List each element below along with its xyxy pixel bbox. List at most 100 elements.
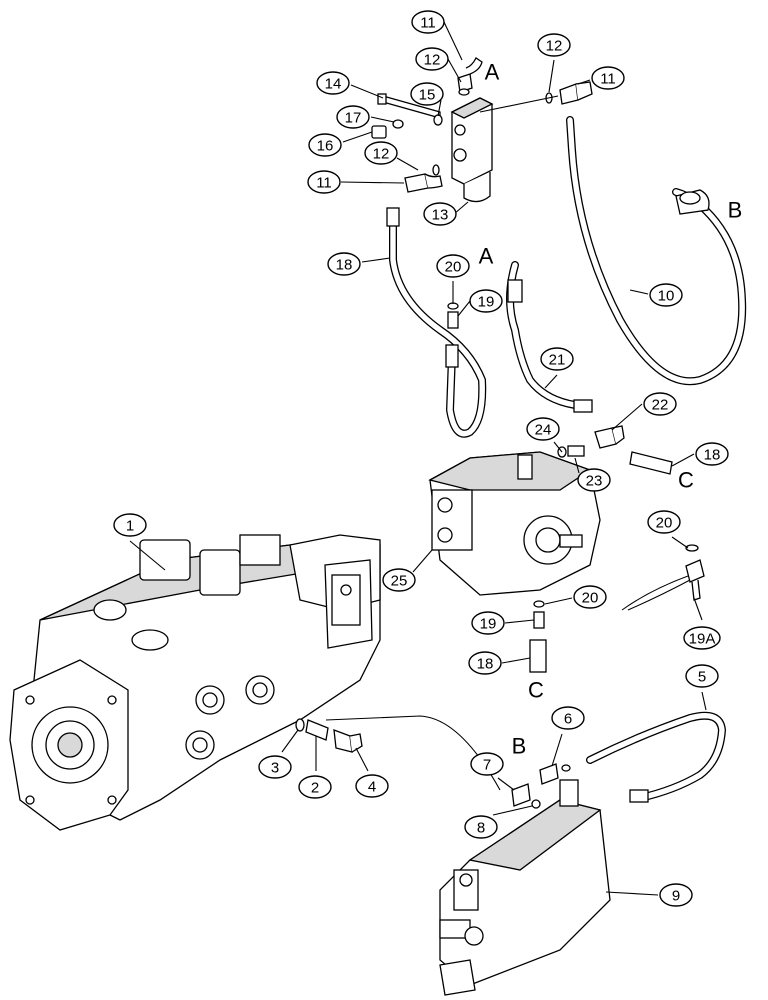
valve-block-13	[371, 57, 710, 227]
callout-number: 3	[271, 760, 279, 777]
callout-bubble	[364, 141, 398, 165]
charge-pump-25	[428, 279, 673, 673]
callout-number: 22	[652, 397, 669, 414]
callout-number: 7	[483, 757, 491, 774]
callout-number: 6	[564, 711, 572, 728]
callout-number: 18	[704, 447, 721, 464]
callout-c11c: 11	[307, 170, 341, 194]
callout-bubble	[471, 611, 505, 635]
callout-number: 10	[658, 288, 675, 305]
callout-number: 19	[480, 616, 497, 633]
callout-bubble	[464, 815, 498, 839]
callout-bubble	[258, 755, 292, 779]
callout-number: 20	[445, 259, 462, 276]
callout-number: 16	[317, 138, 334, 155]
callout-c17: 17	[336, 105, 370, 129]
callout-number: 18	[336, 257, 353, 274]
callout-number: 8	[477, 820, 485, 837]
control-valve-9	[439, 763, 649, 996]
callout-bubble	[470, 752, 504, 776]
callout-bubble	[298, 775, 332, 799]
callout-bubble	[551, 706, 585, 730]
callout-c20c: 20	[573, 585, 607, 609]
callout-number: 5	[698, 669, 706, 686]
callout-c22: 22	[643, 392, 677, 416]
callout-c23: 23	[577, 468, 611, 492]
callout-c13: 13	[423, 202, 457, 226]
callout-c2: 2	[298, 775, 332, 799]
callout-number: 11	[316, 175, 332, 192]
callout-number: 9	[672, 888, 680, 905]
callout-c20b: 20	[647, 510, 681, 534]
callout-bubble	[336, 105, 370, 129]
callout-c4: 4	[355, 774, 389, 798]
callout-number: 20	[656, 515, 673, 532]
callout-number: 13	[432, 207, 449, 224]
callout-c9: 9	[659, 883, 693, 907]
callout-number: 19	[478, 294, 495, 311]
callout-bubble	[355, 774, 389, 798]
callout-number: 12	[546, 38, 563, 55]
callout-number: 15	[419, 87, 436, 104]
callout-bubble	[695, 442, 729, 466]
callout-bubble	[436, 254, 470, 278]
callout-number: 19A	[689, 631, 716, 648]
callout-number: 14	[325, 76, 342, 93]
callout-number: 21	[549, 352, 566, 369]
callout-c18b: 18	[695, 442, 729, 466]
callout-c6: 6	[551, 706, 585, 730]
callout-c5: 5	[685, 664, 719, 688]
callout-c14: 14	[316, 71, 350, 95]
callout-c8: 8	[464, 815, 498, 839]
callout-number: 11	[420, 15, 436, 32]
callout-bubble	[410, 82, 444, 106]
callout-bubble	[526, 417, 560, 441]
callout-bubble	[683, 626, 721, 650]
callout-bubble	[411, 10, 445, 34]
callout-c20a: 20	[436, 254, 470, 278]
callout-c19A: 19A	[683, 626, 721, 650]
callout-c21: 21	[540, 347, 574, 371]
callout-c12a: 12	[415, 47, 449, 71]
callout-c7: 7	[470, 752, 504, 776]
callout-c10: 10	[649, 283, 683, 307]
reference-letter-rC2: C	[528, 678, 544, 703]
callout-c18c: 18	[468, 651, 502, 675]
callout-c3: 3	[258, 755, 292, 779]
callout-c25: 25	[382, 568, 416, 592]
callout-bubble	[468, 651, 502, 675]
callout-c18a: 18	[327, 252, 361, 276]
callout-bubble	[685, 664, 719, 688]
callout-number: 25	[391, 573, 408, 590]
callout-c12b: 12	[537, 33, 571, 57]
callout-bubble	[423, 202, 457, 226]
reference-letter-rA2: A	[479, 244, 494, 269]
reference-letter-rB2: B	[512, 734, 527, 759]
callout-bubble	[307, 170, 341, 194]
callout-number: 12	[373, 146, 390, 163]
callout-number: 4	[368, 779, 376, 796]
callout-number: 24	[535, 422, 552, 439]
callout-bubble	[327, 252, 361, 276]
callout-c24: 24	[526, 417, 560, 441]
callout-bubble	[591, 66, 625, 90]
callout-bubble	[647, 510, 681, 534]
callout-number: 2	[311, 780, 319, 797]
callout-c12c: 12	[364, 141, 398, 165]
callout-c11a: 11	[411, 10, 445, 34]
callout-bubble	[469, 289, 503, 313]
callout-bubble	[577, 468, 611, 492]
callout-bubble	[415, 47, 449, 71]
callout-c16: 16	[308, 133, 342, 157]
leader-lines	[129, 21, 707, 896]
callout-bubble	[308, 133, 342, 157]
callout-bubble	[573, 585, 607, 609]
fitting-19A	[621, 544, 705, 611]
callout-c19b: 19	[471, 611, 505, 635]
callout-bubble	[643, 392, 677, 416]
callout-c11b: 11	[591, 66, 625, 90]
callout-number: 18	[477, 656, 494, 673]
reference-letter-rB1: B	[728, 198, 743, 223]
